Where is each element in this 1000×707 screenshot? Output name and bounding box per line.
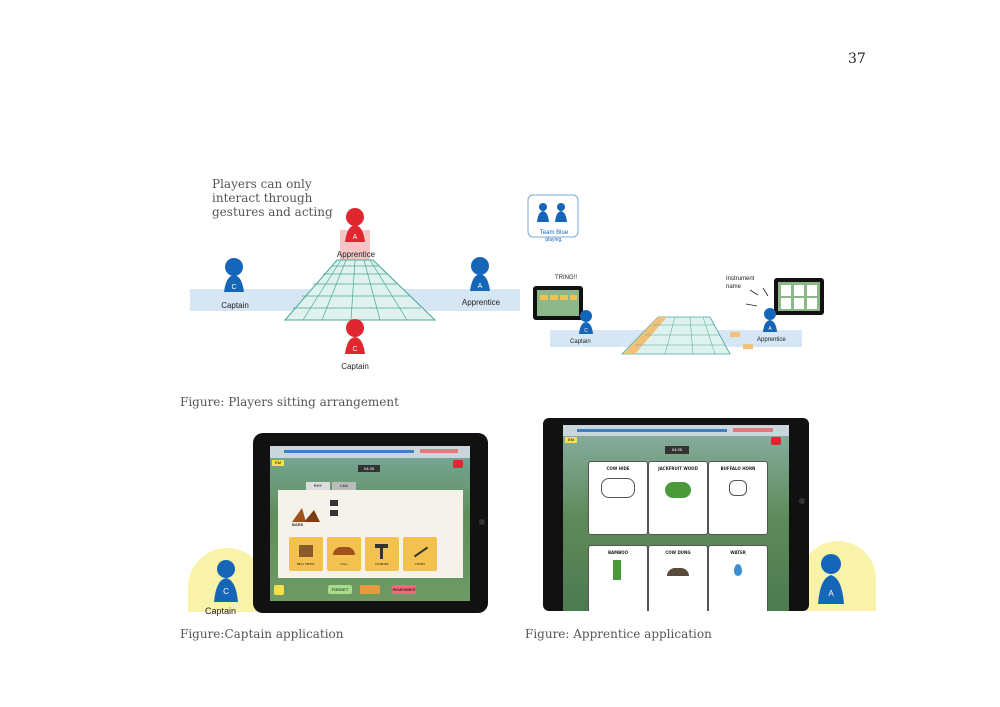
captain-tablet: EM 04:35 RHY LEA BARS BELL METAL CALL bbox=[253, 433, 488, 613]
board-grid bbox=[293, 259, 421, 321]
captain-person-label: Captain bbox=[205, 606, 237, 616]
hammer-icon bbox=[380, 545, 383, 559]
tab-rhy[interactable]: RHY bbox=[306, 482, 330, 490]
apprentice-person-token: A bbox=[818, 554, 844, 604]
progress-bar-red bbox=[733, 428, 773, 432]
team-blue-status: playing. bbox=[545, 237, 563, 243]
progress-bar bbox=[577, 429, 727, 432]
bell-metal-icon bbox=[299, 545, 313, 557]
bamboo-icon bbox=[613, 560, 621, 580]
tile-chisel[interactable]: CHISEL bbox=[403, 537, 437, 571]
hammer-head bbox=[375, 544, 388, 548]
captain-label-left: Captain bbox=[221, 301, 249, 310]
interaction-note: Players can only interact through gestur… bbox=[212, 177, 333, 219]
card-title: BAMBOO bbox=[608, 550, 628, 555]
team-play-diagram: C A bbox=[527, 194, 824, 355]
cow-dung-icon bbox=[667, 568, 689, 576]
team-blue-label: Team Blue bbox=[539, 230, 569, 236]
svg-text:C: C bbox=[223, 587, 229, 596]
tree-icon bbox=[665, 482, 691, 498]
close-icon[interactable] bbox=[771, 437, 781, 445]
card-title: BUFFALO HORN bbox=[720, 466, 756, 471]
tile-hammer[interactable]: HAMMER bbox=[365, 537, 399, 571]
blue-captain-token: C bbox=[224, 258, 244, 292]
progress-bar-red bbox=[420, 449, 458, 453]
tab-lea[interactable]: LEA bbox=[332, 482, 356, 490]
card-cow-hide[interactable]: COW HIDE bbox=[588, 461, 648, 535]
apprentice-screen: EM 04:35 COW HIDE JACKFRUIT WOOD BUFFALO… bbox=[563, 425, 789, 611]
water-drop-icon bbox=[734, 564, 742, 576]
apprentice-label-right: Apprentice bbox=[461, 298, 501, 307]
stop-icon[interactable] bbox=[330, 510, 338, 516]
apprentice-label-top: Apprentice bbox=[336, 250, 376, 259]
apprentice-tablet: EM 04:35 COW HIDE JACKFRUIT WOOD BUFFALO… bbox=[543, 418, 809, 611]
tile-label: CALL bbox=[340, 562, 348, 566]
score-badge: EM bbox=[565, 437, 577, 443]
card-buffalo-horn[interactable]: BUFFALO HORN bbox=[708, 461, 768, 535]
cow-hide-icon bbox=[601, 478, 635, 498]
tablet-home-button bbox=[799, 498, 805, 504]
timer: 04:35 bbox=[358, 465, 380, 472]
svg-text:C: C bbox=[231, 284, 236, 291]
sitting-arrangement-diagram: A C C A bbox=[190, 208, 520, 354]
card-bamboo[interactable]: BAMBOO bbox=[588, 545, 648, 611]
captain-screen: EM 04:35 RHY LEA BARS BELL METAL CALL bbox=[270, 446, 470, 601]
svg-text:A: A bbox=[353, 234, 358, 241]
card-title: JACKFRUIT WOOD bbox=[658, 466, 698, 471]
card-title: WATER bbox=[730, 550, 746, 555]
remember-button[interactable]: REMEMBER bbox=[392, 585, 416, 594]
item-code: BARS bbox=[292, 522, 304, 527]
team-captain-label: Captain bbox=[570, 339, 591, 345]
captain-label-bottom: Captain bbox=[341, 362, 369, 371]
team-apprentice-label: Apprentice bbox=[757, 337, 786, 343]
timer: 04:35 bbox=[665, 446, 689, 454]
instrument-line-1: Instrument bbox=[726, 276, 755, 282]
card-title: COW HIDE bbox=[606, 466, 630, 471]
forget-button[interactable]: FORGET bbox=[328, 585, 352, 594]
tile-label: CHISEL bbox=[414, 562, 426, 566]
figure-caption-sitting: Figure: Players sitting arrangement bbox=[180, 395, 399, 409]
play-icon[interactable] bbox=[330, 500, 338, 506]
team-apprentice-token: A bbox=[763, 308, 777, 332]
tile-label: BELL METAL bbox=[296, 562, 316, 566]
card-jackfruit-wood[interactable]: JACKFRUIT WOOD bbox=[648, 461, 708, 535]
call-icon bbox=[333, 547, 355, 555]
card-water[interactable]: WATER bbox=[708, 545, 768, 611]
svg-text:A: A bbox=[828, 589, 834, 598]
blue-apprentice-token: A bbox=[470, 257, 490, 291]
progress-bar bbox=[284, 450, 414, 453]
svg-text:A: A bbox=[768, 326, 772, 332]
instrument-line-2: name bbox=[726, 284, 742, 290]
tablet-home-button bbox=[479, 519, 485, 525]
red-apprentice-token: A bbox=[345, 208, 365, 242]
page-number: 37 bbox=[848, 51, 866, 67]
bell-button[interactable] bbox=[360, 585, 380, 594]
score-badge: EM bbox=[272, 460, 284, 466]
item-image bbox=[292, 508, 320, 522]
tile-call[interactable]: CALL bbox=[327, 537, 361, 571]
svg-text:C: C bbox=[352, 346, 357, 353]
svg-text:C: C bbox=[584, 328, 588, 334]
instrument-name-text: Instrument name bbox=[726, 275, 754, 291]
card-title: COW DUNG bbox=[665, 550, 691, 555]
team-captain-token: C bbox=[579, 310, 593, 334]
close-icon[interactable] bbox=[453, 460, 463, 468]
red-captain-token: C bbox=[345, 319, 365, 354]
item-panel: RHY LEA BARS BELL METAL CALL HAMMER bbox=[278, 482, 463, 578]
figure-caption-captain: Figure:Captain application bbox=[180, 627, 344, 641]
buffalo-horn-icon bbox=[729, 480, 747, 496]
svg-text:A: A bbox=[478, 283, 483, 290]
tring-text: TRING!! bbox=[555, 275, 577, 281]
tile-bell-metal[interactable]: BELL METAL bbox=[289, 537, 323, 571]
figure-caption-apprentice: Figure: Apprentice application bbox=[525, 627, 712, 641]
chisel-icon bbox=[413, 546, 429, 558]
menu-icon[interactable] bbox=[274, 585, 284, 595]
captain-person-token: C bbox=[214, 560, 238, 602]
card-cow-dung[interactable]: COW DUNG bbox=[648, 545, 708, 611]
tile-label: HAMMER bbox=[375, 562, 389, 566]
